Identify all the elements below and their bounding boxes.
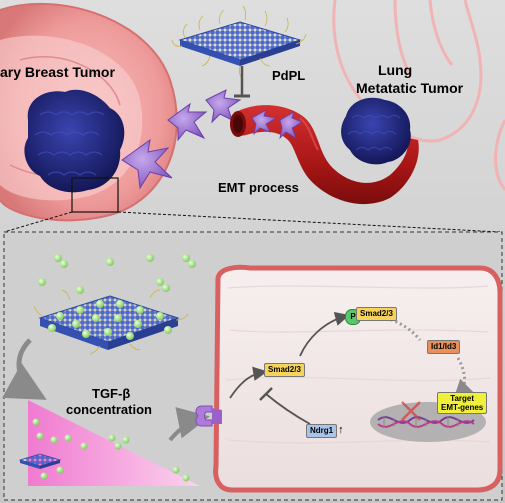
target-label-line2: EMT-genes bbox=[441, 403, 484, 412]
circulating-cell-2 bbox=[279, 111, 303, 140]
arrow-smad-phospho bbox=[299, 311, 350, 357]
smad-cytoplasmic-tag: Smad2/3 bbox=[264, 363, 305, 377]
pdpl-nanoplate bbox=[171, 5, 307, 79]
pdpl-nanoplate-large bbox=[33, 289, 189, 355]
tgf-label-line1: TGF-β bbox=[92, 386, 131, 401]
migrating-cell-1 bbox=[167, 102, 208, 142]
blood-vessel bbox=[230, 105, 419, 205]
tgf-beta-molecules bbox=[38, 254, 196, 294]
target-label-line1: Target bbox=[450, 394, 475, 403]
emt-process-label: EMT process bbox=[218, 180, 299, 195]
smad-phospho-tag: Smad2/3 bbox=[356, 307, 397, 321]
cancer-cell bbox=[213, 264, 503, 493]
tgf-beta-molecules-wedge bbox=[32, 418, 190, 482]
curved-arrow-down bbox=[2, 338, 47, 400]
ndrg1-group: Ndrg1↑ bbox=[306, 420, 344, 438]
tgf-beta-receptor bbox=[195, 405, 222, 427]
lung-metastatic-tumor bbox=[341, 97, 411, 165]
ndrg1-up-arrow: ↑ bbox=[338, 424, 344, 436]
pdpl-label: PdPL bbox=[272, 68, 306, 83]
lung-label-line2: Metatatic Tumor bbox=[356, 80, 464, 96]
zoom-box bbox=[71, 177, 119, 213]
zoom-line-right bbox=[117, 211, 501, 233]
primary-tumor-label: ary Breast Tumor bbox=[0, 64, 115, 80]
target-genes-tag: Target EMT-genes bbox=[437, 392, 488, 414]
arrow-phospho-id bbox=[385, 316, 422, 341]
arrow-receptor-smad bbox=[229, 366, 268, 399]
id-tag: Id1/Id3 bbox=[427, 340, 461, 354]
ndrg1-inhibition bbox=[259, 387, 311, 425]
migrating-cell-2 bbox=[205, 89, 242, 124]
primary-tumor bbox=[24, 89, 125, 193]
invading-cell bbox=[121, 138, 173, 190]
pdpl-nanoplate-small bbox=[18, 453, 62, 469]
tgf-gradient-wedge bbox=[28, 400, 200, 486]
circulating-cell-1 bbox=[251, 109, 278, 136]
arrow-id-target bbox=[451, 357, 478, 405]
zoom-line-left bbox=[3, 211, 73, 233]
tgf-label-line2: concentration bbox=[66, 402, 152, 417]
lung-label-line1: Lung bbox=[378, 62, 413, 78]
lung-outline bbox=[332, 0, 505, 191]
pdpl-inhibition bbox=[234, 66, 250, 98]
ndrg1-tag: Ndrg1 bbox=[306, 424, 338, 438]
